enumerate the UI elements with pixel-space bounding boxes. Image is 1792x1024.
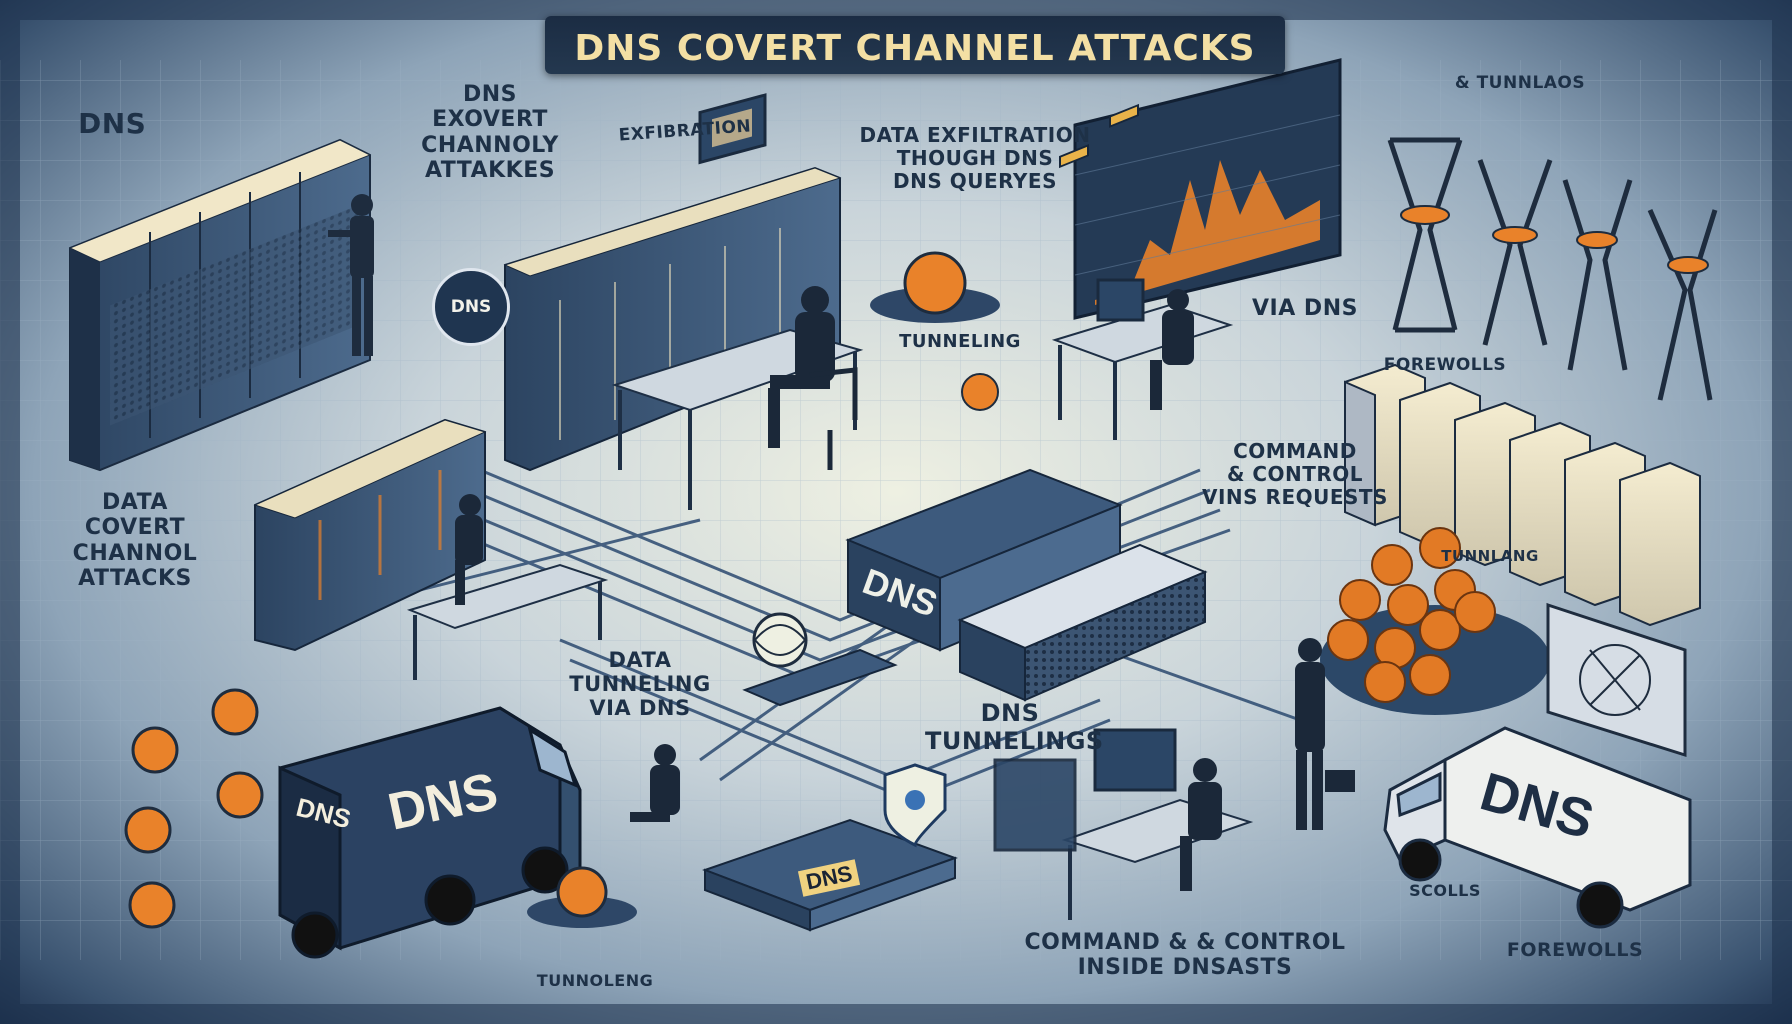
page-title: DNS COVERT CHANNEL ATTACKS	[574, 28, 1256, 69]
network-globe-icon	[742, 612, 898, 707]
dns-server-block	[845, 103, 1208, 702]
label-scolls: SCOLLS	[1409, 881, 1481, 900]
shield-icon	[883, 763, 947, 848]
orange-coin-icon	[1320, 527, 1550, 715]
technician-figure	[328, 194, 374, 356]
label-tunnlang: TUNNLANG	[1441, 547, 1539, 565]
server-racks-lower-left	[253, 418, 609, 680]
orange-token-icon	[527, 866, 637, 928]
orange-badge-icons	[124, 688, 264, 929]
label-dns-top-left: DNS	[78, 107, 147, 140]
operator-desk-center	[611, 93, 864, 510]
label-tunnoleng: TUNNOLENG	[536, 971, 654, 990]
operator-desk-right	[1051, 278, 1234, 440]
label-forewolls-top: FOREWOLLS	[1383, 355, 1507, 375]
dns-van-left	[278, 706, 582, 959]
label-tunnlaos: & TUNNLAOS	[1454, 73, 1586, 93]
orange-sphere-icon	[870, 251, 1000, 411]
label-forewolls-bottom: FOREWOLLS	[1506, 939, 1644, 961]
label-data-covert: DATA COVERT CHANNOL ATTACKS	[72, 490, 198, 591]
label-data-exfiltration: DATA EXFILTRATION THOUGH DNS DNS QUERYES	[859, 123, 1091, 193]
operator-desk-bottom	[630, 638, 1355, 920]
label-command-control-inside: COMMAND & & CONTROL INSIDE DNSASTS	[1024, 930, 1346, 981]
server-boxes-right	[1344, 363, 1701, 627]
label-tunneling-mid: TUNNELING	[899, 331, 1021, 352]
title-banner	[545, 16, 1285, 74]
hourglass-sand	[1400, 205, 1709, 274]
label-exovert: DNS EXOVERT CHANNOLY ATTAKKES	[421, 82, 559, 183]
fan-panel	[1546, 602, 1687, 758]
label-dns-tunnelings: DNS TUNNELINGS	[925, 699, 1104, 755]
dns-van-right	[1383, 726, 1692, 929]
label-via-dns: VIA DNS	[1252, 296, 1358, 321]
hourglass-stands	[1387, 137, 1718, 401]
label-data-tunneling: DATA TUNNELING VIA DNS	[569, 648, 711, 721]
dns-round-badge: DNS	[432, 268, 510, 346]
server-racks-left	[68, 138, 372, 472]
label-command-control-requests: COMMAND & CONTROL VINS REQUESTS	[1202, 439, 1388, 509]
traffic-chart-panel	[1073, 58, 1342, 320]
